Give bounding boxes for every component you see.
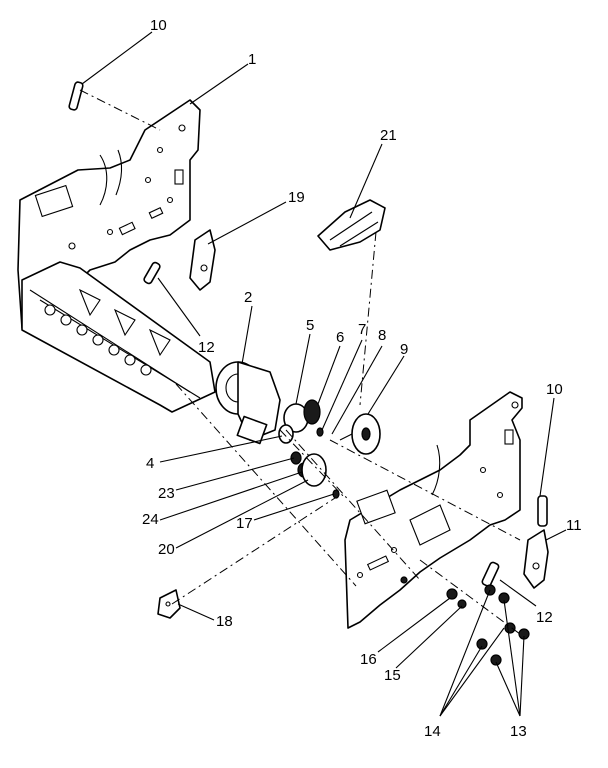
spacer-23	[290, 451, 302, 465]
callout-18: 18	[216, 613, 233, 630]
pin-10-left	[68, 81, 84, 111]
callout-12-left: 12	[198, 339, 215, 356]
callout-2: 2	[244, 289, 252, 306]
callout-10-right: 10	[546, 381, 563, 398]
lever-19	[189, 229, 216, 291]
callout-9: 9	[400, 341, 408, 358]
callout-6: 6	[336, 329, 344, 346]
callout-4: 4	[146, 455, 154, 472]
bracket-21	[317, 199, 386, 251]
frame-bar-holes	[44, 304, 152, 376]
callout-1: 1	[248, 51, 256, 68]
motor-2	[215, 361, 281, 445]
lever-11	[523, 529, 549, 589]
callout-17: 17	[236, 515, 253, 532]
callout-19: 19	[288, 189, 305, 206]
callout-labels: 10 1 21 19 12 2 5 6 7 8 9 10 4 23 24 20 …	[142, 17, 582, 740]
callout-8: 8	[378, 327, 386, 344]
lower-frame-bar	[21, 261, 216, 413]
gear-6	[303, 399, 321, 425]
gear-train	[278, 399, 346, 499]
callout-7: 7	[358, 321, 366, 338]
callout-14: 14	[424, 723, 441, 740]
bracket-18	[157, 589, 181, 619]
assembly-lines	[79, 89, 521, 635]
callout-5: 5	[306, 317, 314, 334]
callout-15: 15	[384, 667, 401, 684]
fasteners	[400, 576, 530, 666]
leader-lines	[81, 31, 567, 717]
pin-10-right	[537, 495, 548, 527]
callout-10-top: 10	[150, 17, 167, 34]
bushing-4	[278, 424, 294, 444]
callout-16: 16	[360, 651, 377, 668]
callout-23: 23	[158, 485, 175, 502]
washer-7	[316, 427, 324, 437]
callout-20: 20	[158, 541, 175, 558]
callout-24: 24	[142, 511, 159, 528]
pulley-9	[339, 413, 381, 455]
callout-13: 13	[510, 723, 527, 740]
gear-20	[301, 453, 327, 487]
pin-12-right	[481, 561, 500, 587]
pin-12-left	[143, 261, 161, 285]
callout-11: 11	[566, 517, 582, 534]
callout-12-right: 12	[536, 609, 553, 626]
callout-21: 21	[380, 127, 397, 144]
